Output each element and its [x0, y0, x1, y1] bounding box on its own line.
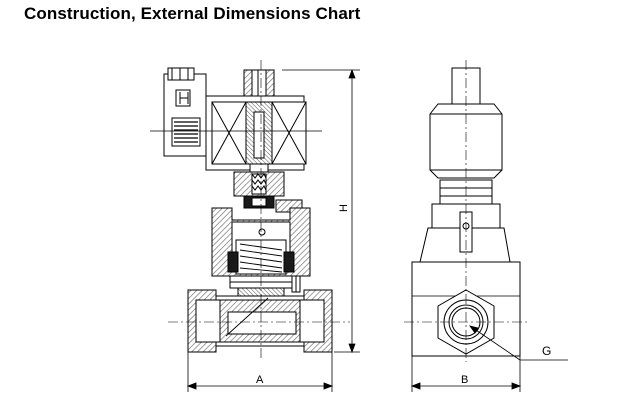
- valve-body: [187, 289, 333, 353]
- dimension-lines: [186, 68, 568, 392]
- din-connector: [163, 67, 207, 157]
- front-view-section: [150, 60, 350, 360]
- port-leader-line: [469, 325, 521, 361]
- plunger-stem: [233, 163, 285, 209]
- coil-housing: [205, 95, 307, 171]
- width-label: A: [256, 374, 264, 386]
- side-view: [404, 60, 528, 362]
- diaphragm-spring: [227, 228, 295, 275]
- depth-label: B: [461, 374, 468, 386]
- page-title: Construction, External Dimensions Chart: [24, 4, 361, 23]
- port-label: G: [542, 344, 551, 358]
- connector-vent-grille: [174, 121, 198, 143]
- height-label: H: [338, 204, 350, 212]
